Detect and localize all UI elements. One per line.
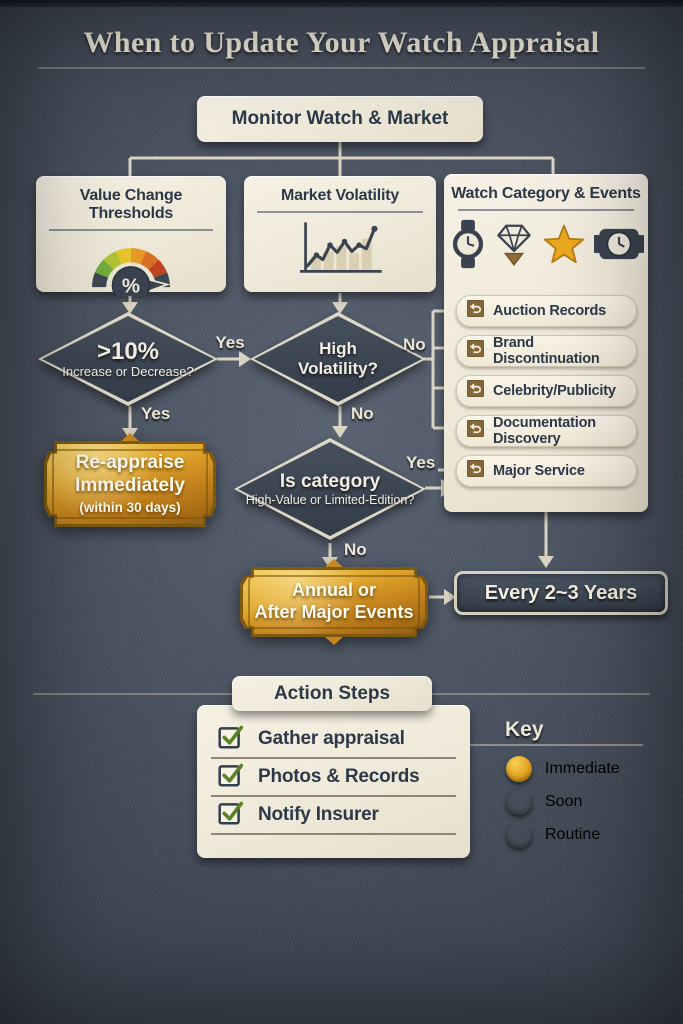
action-step-gather-appraisal: Gather appraisal xyxy=(217,725,405,753)
market-volatility-title: Market Volatility xyxy=(280,187,400,204)
diamond-icon xyxy=(494,219,534,274)
value-change-title: Value Change Thresholds xyxy=(79,187,183,222)
label-no-down: No xyxy=(351,404,374,423)
line-chart-icon xyxy=(244,217,436,275)
key-item-routine: Routine xyxy=(506,821,600,848)
checked-checkbox-icon xyxy=(217,799,244,831)
action-step-label: Photos & Records xyxy=(258,766,420,787)
divider xyxy=(211,833,456,835)
action-steps-header: Action Steps xyxy=(232,676,432,711)
event-label: Major Service xyxy=(493,463,585,479)
decision-line1: Is category xyxy=(279,470,381,492)
update-arrow-icon xyxy=(466,339,485,362)
badge-fill xyxy=(243,570,425,634)
update-arrow-icon xyxy=(466,299,485,322)
event-item-documentation-discovery: Documentation Discovery xyxy=(456,415,637,447)
routine-dot-icon xyxy=(506,822,532,848)
action-step-photos-records: Photos & Records xyxy=(217,763,420,791)
decision-line2: Volatility? xyxy=(298,359,378,378)
checked-checkbox-icon xyxy=(217,723,244,755)
decision-line2: Increase or Decrease? xyxy=(62,364,194,380)
decision-category-diamond: Is category High-Value or Limited-Editio… xyxy=(234,438,426,540)
badge-fill xyxy=(47,444,213,524)
badge-trim xyxy=(248,575,420,629)
label-yes-down: Yes xyxy=(141,404,171,423)
action-step-notify-insurer: Notify Insurer xyxy=(217,801,379,829)
decision-volatility-diamond: High Volatility? xyxy=(250,312,426,406)
event-label: Auction Records xyxy=(493,303,607,319)
badge-line2: After Major Events xyxy=(254,602,414,622)
soon-dot-icon xyxy=(506,789,532,815)
monitor-label: Monitor Watch & Market xyxy=(231,108,449,129)
market-volatility-box: Market Volatility xyxy=(244,176,436,292)
star-icon xyxy=(541,221,587,272)
action-step-label: Notify Insurer xyxy=(258,804,379,825)
badge-trim xyxy=(52,449,208,519)
wristwatch-icon xyxy=(449,219,487,274)
decision-line2: High-Value or Limited-Edition? xyxy=(245,492,415,507)
event-item-celebrity-publicity: Celebrity/Publicity xyxy=(456,375,637,407)
checked-checkbox-icon xyxy=(217,761,244,793)
event-item-major-service: Major Service xyxy=(456,455,637,487)
badge-line3: (within 30 days) xyxy=(79,499,181,515)
update-arrow-icon xyxy=(466,419,485,442)
event-label: Brand Discontinuation xyxy=(493,335,600,367)
value-change-thresholds-box: Value Change Thresholds % xyxy=(36,176,226,296)
update-arrow-icon xyxy=(466,379,485,402)
top-border-strip xyxy=(0,0,683,7)
key-label: Immediate xyxy=(545,759,620,777)
annual-after-events-badge: Annual or After Major Events xyxy=(240,559,428,637)
divider xyxy=(49,229,213,231)
decision-line1: High xyxy=(319,339,357,359)
badge-tab xyxy=(120,433,140,442)
action-steps-card: Gather appraisal Photos & Records Notify… xyxy=(197,705,470,858)
divider xyxy=(458,209,634,211)
label-no-category: No xyxy=(344,540,367,559)
watch-category-events-box: Watch Category & Events xyxy=(444,174,648,512)
badge-tab xyxy=(324,559,344,568)
decision-line1: >10% xyxy=(96,337,160,365)
event-label: Celebrity/Publicity xyxy=(493,383,616,399)
svg-text:%: % xyxy=(122,275,140,296)
key-item-soon: Soon xyxy=(506,788,582,815)
immediate-dot-icon xyxy=(506,755,532,782)
key-label: Soon xyxy=(545,792,583,810)
label-yes-category: Yes xyxy=(406,453,436,472)
label-no-right: No xyxy=(403,335,426,354)
divider xyxy=(211,757,456,759)
action-steps-title: Action Steps xyxy=(273,682,391,704)
every-2-3-years-box: Every 2~3 Years xyxy=(454,571,668,615)
reappraise-immediately-badge: Re-appraise Immediately (within 30 days) xyxy=(44,433,216,527)
monitor-watch-market-box: Monitor Watch & Market xyxy=(197,96,483,142)
key-item-immediate: Immediate xyxy=(506,755,620,782)
badge-line1: Annual or xyxy=(292,580,376,601)
badge-line2: Immediately xyxy=(75,474,185,496)
watch-category-title: Watch Category & Events xyxy=(451,185,641,202)
page-title: When to Update Your Watch Appraisal xyxy=(83,26,600,59)
decision-threshold-diamond: >10% Increase or Decrease? xyxy=(38,312,218,406)
event-item-brand-discontinuation: Brand Discontinuation xyxy=(456,335,637,367)
badge-line1: Re-appraise xyxy=(75,452,185,474)
label-yes-right: Yes xyxy=(215,333,245,352)
event-item-auction-records: Auction Records xyxy=(456,295,637,327)
action-step-label: Gather appraisal xyxy=(258,728,405,749)
bracelet-watch-icon xyxy=(593,222,644,271)
divider xyxy=(257,211,423,213)
update-arrow-icon xyxy=(466,459,485,482)
gauge-percent-icon: % xyxy=(36,234,226,296)
event-label: Documentation Discovery xyxy=(493,415,596,447)
routine-label: Every 2~3 Years xyxy=(484,581,638,604)
key-title: Key xyxy=(505,718,544,741)
key-label: Routine xyxy=(545,825,601,843)
category-icons-row xyxy=(444,219,648,274)
divider xyxy=(211,795,456,797)
